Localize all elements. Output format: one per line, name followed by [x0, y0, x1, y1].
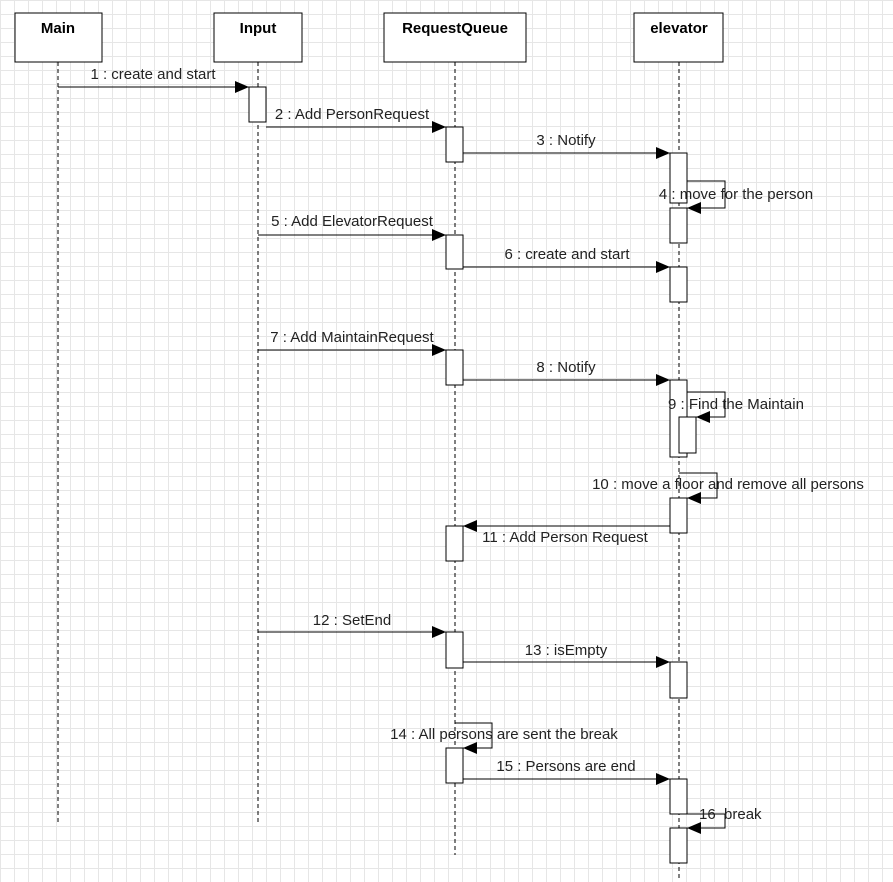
message-label-16: 16 break: [699, 806, 762, 823]
message-arrow-4: [687, 180, 726, 214]
activation-request-queue-5: [445, 631, 464, 669]
lifeline-input[interactable]: Input: [213, 12, 303, 63]
lifeline-main[interactable]: Main: [14, 12, 103, 63]
activation-input-1: [248, 86, 267, 123]
activation-request-queue-3: [445, 349, 464, 386]
message-label-15: 15 : Persons are end: [496, 758, 635, 775]
activation-request-queue-4: [445, 525, 464, 562]
activation-elevator-3: [669, 266, 688, 303]
activation-elevator-1: [669, 152, 688, 204]
message-label-8: 8 : Notify: [536, 359, 596, 376]
message-label-5: 5 : Add ElevatorRequest: [271, 213, 434, 230]
message-label-11: 11 : Add Person Request: [482, 529, 648, 546]
lifeline-elevator[interactable]: elevator: [633, 12, 724, 63]
activation-elevator-8: [669, 827, 688, 864]
lifeline-main-title: Main: [41, 20, 75, 37]
message-arrow-10: [679, 472, 718, 504]
message-label-4: 4 : move for the person: [659, 186, 813, 203]
message-arrow-16: [687, 813, 726, 834]
message-label-2: 2 : Add PersonRequest: [275, 106, 430, 123]
message-label-9: 9 : Find the Maintain: [668, 396, 804, 413]
activation-elevator-4-nested: [678, 416, 697, 454]
lifeline-request-queue-title: RequestQueue: [402, 20, 508, 37]
activation-request-queue-1: [445, 126, 464, 163]
message-label-13: 13 : isEmpty: [525, 642, 608, 659]
message-arrow-9: [687, 391, 726, 423]
message-arrow-14: [455, 722, 493, 754]
activation-elevator-5: [669, 497, 688, 534]
message-label-6: 6 : create and start: [504, 246, 630, 263]
lifeline-elevator-title: elevator: [650, 20, 708, 37]
lifeline-input-title: Input: [240, 20, 277, 37]
message-label-14: 14 : All persons are sent the break: [390, 726, 618, 743]
message-label-10: 10 : move a floor and remove all persons: [592, 476, 864, 493]
lifeline-request-queue[interactable]: RequestQueue: [383, 12, 527, 63]
activation-request-queue-2: [445, 234, 464, 270]
activation-request-queue-6: [445, 747, 464, 784]
message-label-12: 12 : SetEnd: [313, 612, 391, 629]
activation-elevator-6: [669, 661, 688, 699]
activation-elevator-2: [669, 207, 688, 244]
activation-elevator-7: [669, 778, 688, 815]
message-label-7: 7 : Add MaintainRequest: [270, 329, 434, 346]
message-label-1: 1 : create and start: [90, 66, 216, 83]
message-label-3: 3 : Notify: [536, 132, 596, 149]
